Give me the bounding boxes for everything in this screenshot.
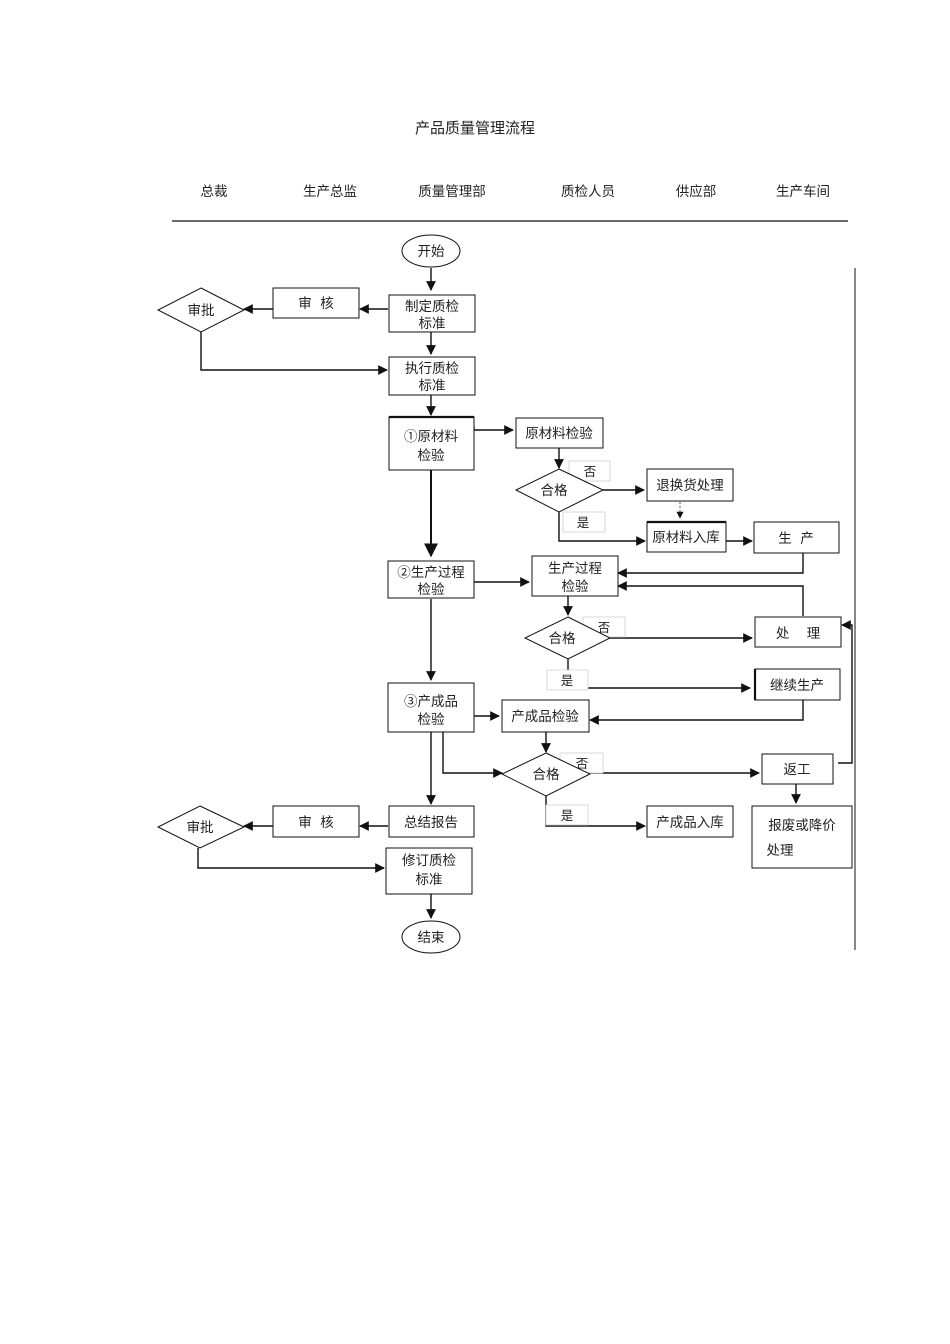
lane-header-supply-dept: 供应部 — [676, 183, 717, 200]
svg-text:标准: 标准 — [419, 316, 446, 332]
svg-text:原材料入库: 原材料入库 — [652, 530, 720, 546]
svg-text:开始: 开始 — [418, 244, 445, 260]
make-standard-box: 制定质检 标准 — [388, 294, 476, 333]
svg-text:检验: 检验 — [418, 712, 445, 728]
no-label-1-bg — [568, 460, 611, 482]
yes-label-1-bg — [562, 511, 606, 533]
no-label-1: 否 — [584, 464, 597, 479]
handle-box: 处 理 — [754, 616, 842, 648]
svg-text:检验: 检验 — [418, 448, 445, 464]
lane-header-production-director: 生产总监 — [303, 184, 357, 200]
svg-text:审 核: 审 核 — [298, 815, 334, 831]
finished-inspect-box: 产成品检验 — [501, 699, 590, 733]
no-label-3: 否 — [576, 756, 589, 771]
svg-text:报废或降价: 报废或降价 — [768, 818, 836, 834]
svg-text:审 核: 审 核 — [298, 296, 334, 312]
finished-step-box: ③产成品 检验 — [387, 682, 475, 733]
svg-text:②生产过程: ②生产过程 — [397, 565, 465, 581]
lane-header-workshop: 生产车间 — [776, 183, 830, 200]
summary-report-box: 总结报告 — [388, 805, 475, 838]
revise-standard-box: 修订质检 标准 — [385, 847, 473, 895]
svg-text:①原材料: ①原材料 — [404, 429, 458, 445]
yes-label-3-bg — [545, 804, 589, 826]
svg-text:合格: 合格 — [549, 631, 577, 647]
start-node: 开始 — [401, 234, 461, 268]
raw-material-inspect-box: 原材料检验 — [515, 417, 604, 449]
qualified-diamond-1: 合格 — [514, 468, 605, 513]
svg-text:继续生产: 继续生产 — [770, 678, 824, 694]
svg-text:处理: 处理 — [767, 843, 795, 859]
rework-box: 返工 — [761, 753, 834, 785]
svg-text:原材料检验: 原材料检验 — [525, 426, 593, 442]
production-box: 生 产 — [753, 521, 840, 554]
approve-diamond-1: 审批 — [156, 287, 246, 333]
yes-label-2-bg — [546, 669, 589, 691]
continue-production-box: 继续生产 — [753, 668, 841, 701]
svg-text:退换货处理: 退换货处理 — [656, 477, 724, 494]
svg-text:执行质检: 执行质检 — [405, 361, 459, 377]
raw-material-store-box: 原材料入库 — [646, 520, 727, 553]
lane-header-president: 总裁 — [201, 184, 228, 200]
connectors — [197, 268, 853, 919]
finished-store-box: 产成品入库 — [646, 805, 734, 838]
lane-header-quality-dept: 质量管理部 — [418, 184, 486, 200]
svg-text:标准: 标准 — [419, 378, 446, 394]
page-title: 产品质量管理流程 — [415, 119, 535, 137]
end-node: 结束 — [401, 920, 461, 954]
svg-text:产成品检验: 产成品检验 — [511, 709, 579, 725]
svg-text:审批: 审批 — [187, 820, 214, 836]
qualified-diamond-3: 合格 — [500, 752, 592, 797]
lane-header-inspectors: 质检人员 — [561, 184, 615, 200]
yes-label-1: 是 — [577, 515, 590, 530]
svg-text:总结报告: 总结报告 — [404, 815, 458, 831]
svg-text:合格: 合格 — [533, 767, 561, 783]
raw-material-step-box: ①原材料 检验 — [388, 415, 475, 471]
process-step-box: ②生产过程 检验 — [387, 560, 475, 599]
svg-text:生产过程: 生产过程 — [548, 561, 602, 577]
review-box-1: 审 核 — [272, 287, 360, 319]
scrap-or-discount-box: 报废或降价 处理 — [751, 805, 853, 869]
svg-text:标准: 标准 — [416, 872, 443, 888]
svg-text:③产成品: ③产成品 — [404, 694, 458, 710]
svg-text:合格: 合格 — [541, 483, 569, 499]
svg-text:检验: 检验 — [418, 582, 445, 598]
process-inspect-box: 生产过程 检验 — [531, 555, 619, 597]
svg-text:生 产: 生 产 — [778, 531, 814, 547]
return-exchange-box: 退换货处理 — [646, 468, 734, 502]
svg-text:返工: 返工 — [784, 762, 811, 778]
no-label-2: 否 — [598, 620, 611, 635]
svg-text:制定质检: 制定质检 — [405, 299, 459, 315]
approve-diamond-2: 审批 — [156, 805, 246, 849]
review-box-2: 审 核 — [272, 805, 360, 838]
svg-text:结束: 结束 — [418, 930, 445, 946]
qualified-diamond-2: 合格 — [523, 616, 612, 660]
svg-text:产成品入库: 产成品入库 — [656, 815, 724, 831]
svg-text:检验: 检验 — [562, 579, 590, 595]
yes-label-3: 是 — [561, 808, 574, 823]
yes-label-2: 是 — [561, 673, 574, 688]
execute-standard-box: 执行质检 标准 — [388, 356, 476, 396]
svg-text:处 理: 处 理 — [776, 626, 821, 642]
svg-text:修订质检: 修订质检 — [402, 853, 456, 869]
svg-text:审批: 审批 — [188, 303, 215, 319]
